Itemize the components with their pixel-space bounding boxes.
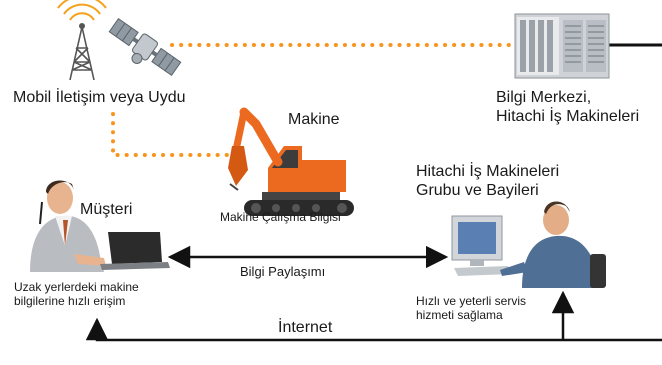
internet-label: İnternet	[278, 319, 333, 336]
dealers-group-label: Hitachi İş Makineleri Grubu ve Bayileri	[416, 162, 559, 200]
machine-title: Makine	[288, 111, 340, 128]
mobile-to-machine-link	[111, 112, 230, 157]
info-center-label: Bilgi Merkezi, Hitachi İş Makineleri	[496, 88, 639, 126]
info-center-label-line2: Hitachi İş Makineleri	[496, 108, 640, 126]
server-rack-icon	[514, 13, 610, 79]
dealers-group-label-line1: Hitachi İş Makineleri	[416, 163, 560, 180]
office-worker-computer-icon	[451, 201, 606, 288]
antenna-tower-icon	[57, 0, 107, 81]
excavator-icon	[228, 107, 354, 216]
info-center-label-line1: Bilgi Merkezi,	[496, 89, 592, 106]
customer-description-line1: Uzak yerlerdeki makine	[14, 280, 139, 294]
customer-laptop-icon	[30, 180, 170, 272]
info-sharing-label: Bilgi Paylaşımı	[240, 264, 326, 279]
service-description: Hızlı ve yeterli servis hizmeti sağlama	[416, 294, 526, 323]
internet-line-customer	[85, 317, 662, 342]
dealers-group-label-line2: Grubu ve Bayileri	[416, 182, 539, 200]
customer-title: Müşteri	[80, 201, 133, 218]
mobile-satellite-label: Mobil İletişim veya Uydu	[13, 89, 186, 106]
customer-description-line2: bilgilerine hızlı erişim	[14, 294, 126, 309]
satellite-icon	[108, 17, 182, 77]
machine-operation-caption: Makine Çalışma Bilgisi	[220, 210, 341, 224]
service-description-line1: Hızlı ve yeterli servis	[416, 294, 527, 308]
customer-description: Uzak yerlerdeki makine bilgilerine hızlı…	[14, 280, 139, 309]
service-description-line2: hizmeti sağlama	[416, 308, 503, 323]
